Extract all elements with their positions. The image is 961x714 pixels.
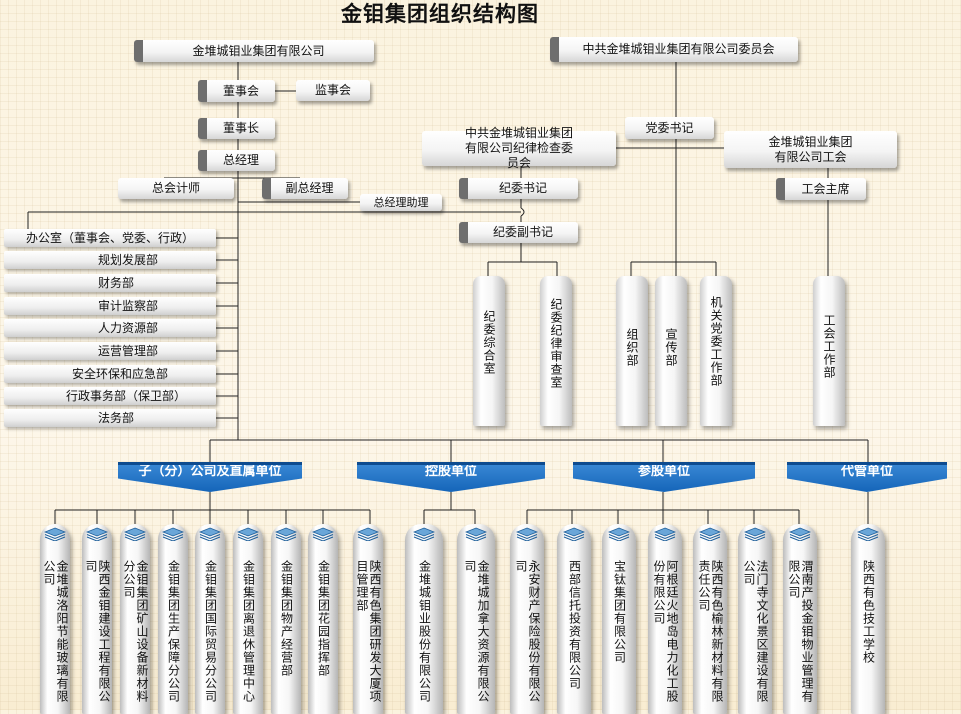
subsidiary-unit: 金堆城洛阳节能玻璃有限公司 — [40, 524, 70, 714]
subsidiary-unit: 陕西有色集团研发大厦项目管理部 — [353, 524, 383, 714]
layers-icon — [124, 527, 146, 541]
layers-icon — [199, 527, 221, 541]
supervisors-node: 监事会 — [296, 80, 370, 101]
holding-unit-label: 金堆城加拿大资源有限公司 — [463, 560, 489, 703]
subsidiary-unit-label: 陕西金钼建设工程有限公司 — [84, 560, 110, 703]
dept-discipline-review: 纪委纪律审查室 — [540, 276, 572, 426]
layers-icon — [86, 527, 108, 541]
layers-icon — [312, 527, 334, 541]
banner-holdings: 控股单位 — [357, 462, 545, 492]
layers-icon — [275, 527, 297, 541]
subsidiary-unit: 金钼集团离退休管理中心 — [233, 524, 263, 714]
participation-unit-label: 宝钛集团有限公司 — [612, 560, 626, 664]
managed-unit-label: 陕西有色技工学校 — [861, 560, 875, 664]
party-committee-node: 中共金堆城钼业集团有限公司委员会 — [550, 37, 798, 62]
subsidiary-unit-label: 陕西有色集团研发大厦项目管理部 — [355, 560, 381, 703]
layers-icon — [465, 527, 487, 541]
layers-icon — [654, 527, 676, 541]
layers-icon — [237, 527, 259, 541]
dept-union-work: 工会工作部 — [813, 276, 845, 426]
participation-unit-label: 陕西有色榆林新材料有限责任公司 — [697, 560, 723, 703]
dept-operations: 运营管理部 — [4, 342, 216, 360]
banner-participations: 参股单位 — [573, 462, 755, 492]
dept-office: 办公室（董事会、党委、行政） — [4, 229, 216, 247]
discipline-deputy-node: 纪委副书记 — [459, 222, 578, 243]
subsidiary-unit-label: 金钼集团花园指挥部 — [316, 560, 330, 677]
participation-unit-label: 渭南产投金钼物业管理有限公司 — [787, 560, 813, 703]
participation-unit: 宝钛集团有限公司 — [602, 524, 636, 714]
dept-admin: 行政事务部（保卫部） — [4, 387, 216, 405]
layers-icon — [744, 527, 766, 541]
holding-unit: 金堆城加拿大资源有限公司 — [457, 524, 495, 714]
managed-unit: 陕西有色技工学校 — [851, 524, 885, 714]
participation-unit: 法门寺文化景区建设有限公司 — [738, 524, 772, 714]
subsidiary-unit-label: 金钼集团离退休管理中心 — [241, 560, 255, 703]
party-secretary-node: 党委书记 — [625, 117, 714, 139]
layers-icon — [516, 527, 538, 541]
layers-icon — [563, 527, 585, 541]
layers-icon — [608, 527, 630, 541]
layers-icon — [789, 527, 811, 541]
chairman-node: 董事长 — [198, 118, 275, 139]
banner-managed: 代管单位 — [787, 462, 947, 492]
layers-icon — [699, 527, 721, 541]
subsidiary-unit-label: 金钼集团生产保障分公司 — [166, 560, 180, 703]
participation-unit-label: 阿根廷火地岛电力化工股份有限公司 — [652, 560, 678, 703]
dept-organ-party: 机关党委工作部 — [700, 276, 732, 426]
participation-unit-label: 永安财产保险股份有限公司 — [514, 560, 540, 703]
layers-icon — [162, 527, 184, 541]
board-node: 董事会 — [198, 80, 275, 102]
subsidiary-unit: 金钼集团花园指挥部 — [308, 524, 338, 714]
dept-organization: 组织部 — [616, 276, 648, 426]
subsidiary-unit: 金钼集团矿山设备新材料分公司 — [120, 524, 150, 714]
subsidiary-unit-label: 金钼集团物产经营部 — [279, 560, 293, 677]
dept-finance: 财务部 — [4, 274, 216, 292]
participation-unit: 西部信托投资有限公司 — [557, 524, 591, 714]
company-node: 金堆城钼业集团有限公司 — [134, 40, 374, 62]
dept-legal: 法务部 — [4, 409, 216, 427]
participation-unit: 永安财产保险股份有限公司 — [510, 524, 544, 714]
dept-discipline-general: 纪委综合室 — [473, 276, 505, 426]
participation-unit: 阿根廷火地岛电力化工股份有限公司 — [648, 524, 682, 714]
subsidiary-unit: 金钼集团物产经营部 — [271, 524, 301, 714]
gm-node: 总经理 — [198, 150, 275, 171]
layers-icon — [357, 527, 379, 541]
holding-unit-label: 金堆城钼业股份有限公司 — [417, 560, 431, 703]
deputy-gm-node: 副总经理 — [262, 178, 348, 199]
dept-safety: 安全环保和应急部 — [4, 365, 216, 383]
union-node: 金堆城钼业集团有限公司工会 — [724, 131, 897, 168]
participation-unit: 渭南产投金钼物业管理有限公司 — [783, 524, 817, 714]
dept-audit: 审计监察部 — [4, 297, 216, 315]
subsidiary-unit-label: 金钼集团国际贸易分公司 — [203, 560, 217, 703]
union-chair-node: 工会主席 — [776, 178, 866, 200]
dept-publicity: 宣传部 — [655, 276, 687, 426]
holding-unit: 金堆城钼业股份有限公司 — [405, 524, 443, 714]
subsidiary-unit: 金钼集团生产保障分公司 — [158, 524, 188, 714]
layers-icon — [857, 527, 879, 541]
gm-assistant-node: 总经理助理 — [360, 194, 442, 211]
discipline-secretary-node: 纪委书记 — [459, 178, 578, 199]
layers-icon — [413, 527, 435, 541]
discipline-committee-node: 中共金堆城钼业集团有限公司纪律检查委员会 — [422, 126, 616, 170]
layers-icon — [44, 527, 66, 541]
dept-planning: 规划发展部 — [4, 251, 216, 269]
dept-hr: 人力资源部 — [4, 319, 216, 337]
subsidiary-unit: 金钼集团国际贸易分公司 — [195, 524, 225, 714]
chart-title: 金钼集团组织结构图 — [341, 2, 539, 26]
chief-accountant-node: 总会计师 — [118, 178, 234, 199]
subsidiary-unit-label: 金钼集团矿山设备新材料分公司 — [122, 560, 148, 703]
banner-subsidiaries: 子（分）公司及直属单位 — [118, 462, 302, 492]
subsidiary-unit-label: 金堆城洛阳节能玻璃有限公司 — [42, 560, 68, 703]
participation-unit: 陕西有色榆林新材料有限责任公司 — [693, 524, 727, 714]
participation-unit-label: 法门寺文化景区建设有限公司 — [742, 560, 768, 703]
subsidiary-unit: 陕西金钼建设工程有限公司 — [82, 524, 112, 714]
participation-unit-label: 西部信托投资有限公司 — [567, 560, 581, 690]
